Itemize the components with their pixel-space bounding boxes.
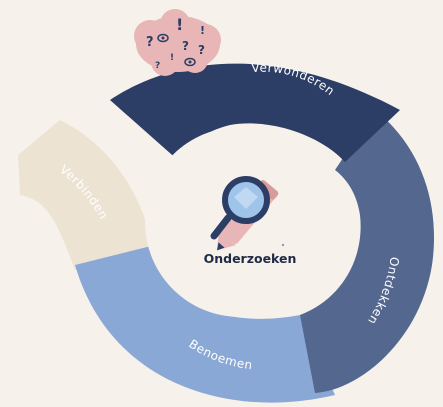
svg-text:!: ! — [176, 15, 183, 34]
segment-verbinden — [18, 120, 155, 270]
svg-text:!: ! — [200, 24, 205, 37]
center-label: Onderzoeken — [204, 251, 297, 266]
magnifier-with-pencil-icon — [210, 176, 285, 251]
svg-text:!: ! — [170, 53, 174, 63]
segment-verwonderen — [110, 63, 400, 163]
svg-text:?: ? — [198, 43, 205, 57]
svg-text:?: ? — [155, 61, 160, 71]
question-marks-eyes-cloud-icon: ? ! ? ? ? ! ! — [134, 9, 221, 76]
svg-text:?: ? — [182, 39, 189, 53]
segment-benoemen — [75, 245, 335, 403]
segment-ontdekken — [300, 110, 435, 393]
svg-text:?: ? — [146, 35, 154, 50]
